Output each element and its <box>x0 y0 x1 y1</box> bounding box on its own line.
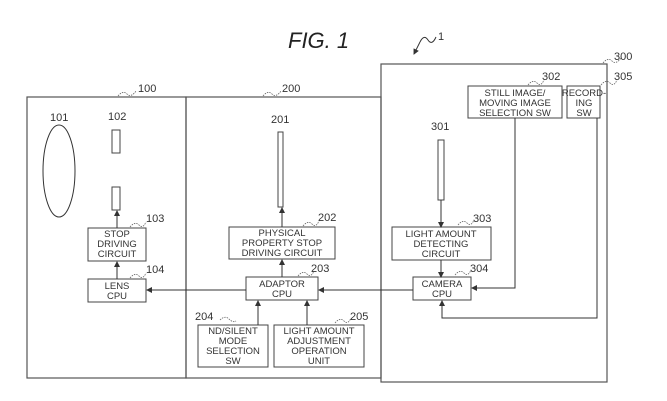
ref-205: 205 <box>350 311 368 323</box>
stop-element-102-upper <box>111 129 121 154</box>
lens-cpu-line-2: CPU <box>107 291 127 302</box>
connector-line <box>219 316 237 323</box>
figure-title: FIG. 1 <box>288 28 349 53</box>
nd-silent-mode-selection-sw-box <box>197 324 269 368</box>
adaptor-cpu-line-1: ADAPTOR <box>259 279 305 290</box>
connector-line <box>302 220 320 227</box>
connector-line <box>454 269 472 276</box>
connector-line <box>419 36 437 43</box>
connector-line <box>129 272 147 279</box>
connector-line <box>527 79 545 86</box>
la-adjust-line-2: ADJUSTMENT <box>287 336 351 347</box>
ref-203: 203 <box>311 263 329 275</box>
ref-301: 301 <box>431 121 449 133</box>
still-moving-line-1: STILL IMAGE/ <box>485 88 546 99</box>
still-moving-line-3: SELECTION SW <box>479 108 551 119</box>
la-detect-line-3: CIRCUIT <box>422 249 461 260</box>
ref-200: 200 <box>282 83 300 95</box>
light-amount-adjustment-operation-unit-box <box>273 324 365 368</box>
ref-305: 305 <box>614 71 632 83</box>
connector-line <box>129 221 147 228</box>
ref-303: 303 <box>473 213 491 225</box>
recording-line-3: SW <box>576 108 591 119</box>
lens-101 <box>42 124 76 218</box>
la-adjust-line-3: OPERATION <box>291 346 346 357</box>
connector-line <box>413 41 421 55</box>
la-adjust-line-1: LIGHT AMOUNT <box>283 326 354 337</box>
stop-driving-circuit-line-1: STOP <box>104 229 130 240</box>
nd-silent-line-4: SW <box>225 356 240 367</box>
connector-line <box>297 270 315 277</box>
ref-103: 103 <box>146 213 164 225</box>
connector-line <box>471 118 516 291</box>
lens-cpu-line-1: LENS <box>105 281 130 292</box>
connector-line <box>262 90 282 97</box>
camera-cpu-line-2: CPU <box>432 289 452 300</box>
la-adjust-line-4: UNIT <box>308 356 330 367</box>
ref-104: 104 <box>146 264 164 276</box>
camera-unit-frame <box>380 63 608 383</box>
camera-cpu-line-1: CAMERA <box>422 279 463 290</box>
stop-driving-circuit-line-2: DRIVING <box>97 239 137 250</box>
connector-line <box>602 57 622 64</box>
physical-property-stop-driving-circuit-box <box>228 226 336 260</box>
adaptor-cpu-line-2: CPU <box>272 289 292 300</box>
ref-202: 202 <box>318 212 336 224</box>
pps-driving-line-1: PHYSICAL <box>259 228 306 239</box>
stop-driving-circuit-box <box>87 227 147 262</box>
recording-sw-box <box>566 85 601 119</box>
la-detect-line-2: DETECTING <box>414 239 469 250</box>
pps-driving-line-3: DRIVING CIRCUIT <box>242 248 323 259</box>
connector-line <box>600 79 618 86</box>
nd-silent-line-1: ND/SILENT <box>208 326 258 337</box>
recording-line-1: RECORD- <box>562 88 606 99</box>
ref-304: 304 <box>470 263 488 275</box>
recording-line-2: ING <box>576 98 593 109</box>
connector-line <box>117 90 137 97</box>
connector-line <box>457 219 475 226</box>
light-amount-detecting-circuit-box <box>391 226 492 261</box>
stop-driving-circuit-line-3: CIRCUIT <box>98 249 137 260</box>
ref-100: 100 <box>138 83 156 95</box>
pps-driving-line-2: PROPERTY STOP <box>242 238 322 249</box>
connector-line <box>334 317 352 324</box>
ref-102: 102 <box>108 111 126 123</box>
still-moving-line-2: MOVING IMAGE <box>479 98 551 109</box>
system-ref-label: 1 <box>438 31 444 43</box>
stop-element-102-lower <box>111 186 121 211</box>
ref-101: 101 <box>50 112 68 124</box>
system-ref-pointer: 1 <box>413 31 444 55</box>
image-sensor-301 <box>437 139 445 201</box>
nd-silent-line-2: MODE <box>219 336 248 347</box>
physical-property-stop-201 <box>277 131 284 208</box>
still-moving-image-selection-sw-box <box>467 85 563 119</box>
ref-302: 302 <box>542 71 560 83</box>
ref-300: 300 <box>614 51 632 63</box>
connector-line <box>439 118 598 319</box>
ref-201: 201 <box>271 114 289 126</box>
nd-silent-line-3: SELECTION <box>206 346 260 357</box>
ref-204: 204 <box>195 311 213 323</box>
la-detect-line-1: LIGHT AMOUNT <box>405 229 476 240</box>
